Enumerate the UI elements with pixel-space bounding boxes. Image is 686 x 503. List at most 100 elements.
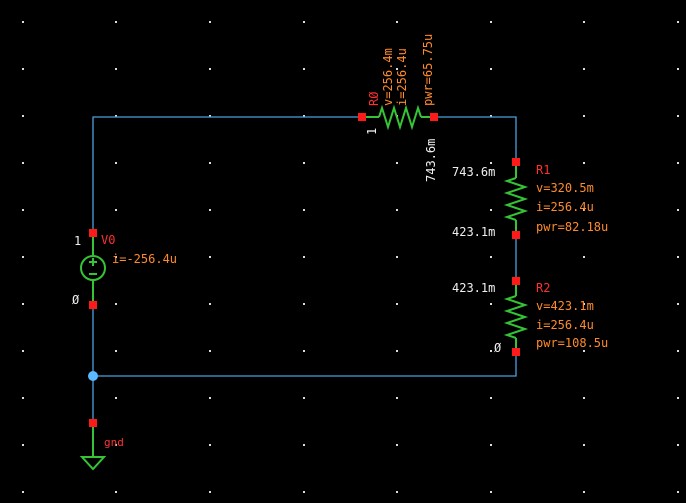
grid-dot [22,256,24,258]
grid-dot [303,209,305,211]
r0-voltage-label: v=256.4m [381,48,395,106]
grid-dot [209,21,211,23]
grid-dot [303,115,305,117]
grid-dot [22,162,24,164]
grid-dot [303,21,305,23]
r0-right-node-label: 743.6m [424,139,438,182]
grid-dot [22,397,24,399]
v0-minus-node-label: Ø [72,293,80,307]
grid-dot [396,21,398,23]
gnd-pin[interactable] [89,419,97,427]
ground-icon [79,456,107,471]
grid-dot [303,68,305,70]
r2-power-label: pwr=108.5u [536,336,608,350]
resistor-r1-zigzag [503,177,529,221]
v0-plus-node-label: 1 [74,234,81,248]
r1-pin-top[interactable] [512,158,520,166]
grid-dot [490,162,492,164]
grid-dots [22,21,679,493]
grid-dot [677,68,679,70]
grid-dot [115,397,117,399]
grid-dot [583,397,585,399]
grid-dot [583,350,585,352]
grid-dot [115,303,117,305]
grid-dot [209,115,211,117]
junction-dot[interactable] [88,371,98,381]
grid-dot [209,491,211,493]
grid-dot [115,209,117,211]
wire-bottom[interactable] [93,352,517,377]
r2-voltage-label: v=423.1m [536,299,594,313]
grid-dot [396,209,398,211]
grid-dot [396,397,398,399]
r0-left-node-label: 1 [365,128,379,135]
grid-dot [677,397,679,399]
grid-dot [209,256,211,258]
grid-dot [396,491,398,493]
grid-dot [396,256,398,258]
grid-dot [115,162,117,164]
grid-dot [490,21,492,23]
grid-dot [583,68,585,70]
grid-dot [22,209,24,211]
grid-dot [677,21,679,23]
grid-dot [303,162,305,164]
wire-top-left[interactable] [92,116,362,233]
wire-top-right[interactable] [434,116,517,162]
r2-pin-bottom[interactable] [512,348,520,356]
grid-dot [209,162,211,164]
resistor-r0[interactable] [358,104,438,131]
r2-top-node-label: 423.1m [452,281,495,295]
grid-dot [22,444,24,446]
grid-dot [490,256,492,258]
grid-dot [303,350,305,352]
v0-pin-top[interactable] [89,229,97,237]
grid-dot [22,350,24,352]
r0-pin-left[interactable] [358,113,366,121]
voltage-source-v0[interactable] [80,229,106,309]
ground-symbol[interactable] [79,419,107,471]
grid-dot [677,115,679,117]
grid-dot [490,303,492,305]
grid-dot [490,209,492,211]
grid-dot [490,444,492,446]
r0-pin-right[interactable] [430,113,438,121]
grid-dot [209,68,211,70]
resistor-r1[interactable] [503,158,529,239]
grid-dot [115,256,117,258]
grid-dot [303,444,305,446]
grid-dot [490,115,492,117]
grid-dot [209,303,211,305]
r1-power-label: pwr=82.18u [536,220,608,234]
grid-dot [677,303,679,305]
grid-dot [583,115,585,117]
grid-dot [209,209,211,211]
grid-dot [396,303,398,305]
r2-pin-top[interactable] [512,277,520,285]
grid-dot [396,68,398,70]
grid-dot [490,397,492,399]
resistor-r2[interactable] [503,277,529,356]
grid-dot [396,162,398,164]
grid-dot [490,68,492,70]
r0-power-label: pwr=65.75u [421,34,435,106]
r0-instance-name: RØ [367,91,381,106]
r1-pin-bottom[interactable] [512,231,520,239]
grid-dot [303,491,305,493]
gnd-label: gnd [104,436,124,449]
grid-dot [115,350,117,352]
grid-dot [490,350,492,352]
resistor-r2-zigzag [503,295,529,339]
grid-dot [583,162,585,164]
grid-dot [396,350,398,352]
grid-dot [677,256,679,258]
grid-dot [490,491,492,493]
grid-dot [209,350,211,352]
resistor-r0-zigzag [378,104,422,131]
grid-dot [22,303,24,305]
grid-dot [115,68,117,70]
grid-dot [115,21,117,23]
v0-pin-bottom[interactable] [89,301,97,309]
